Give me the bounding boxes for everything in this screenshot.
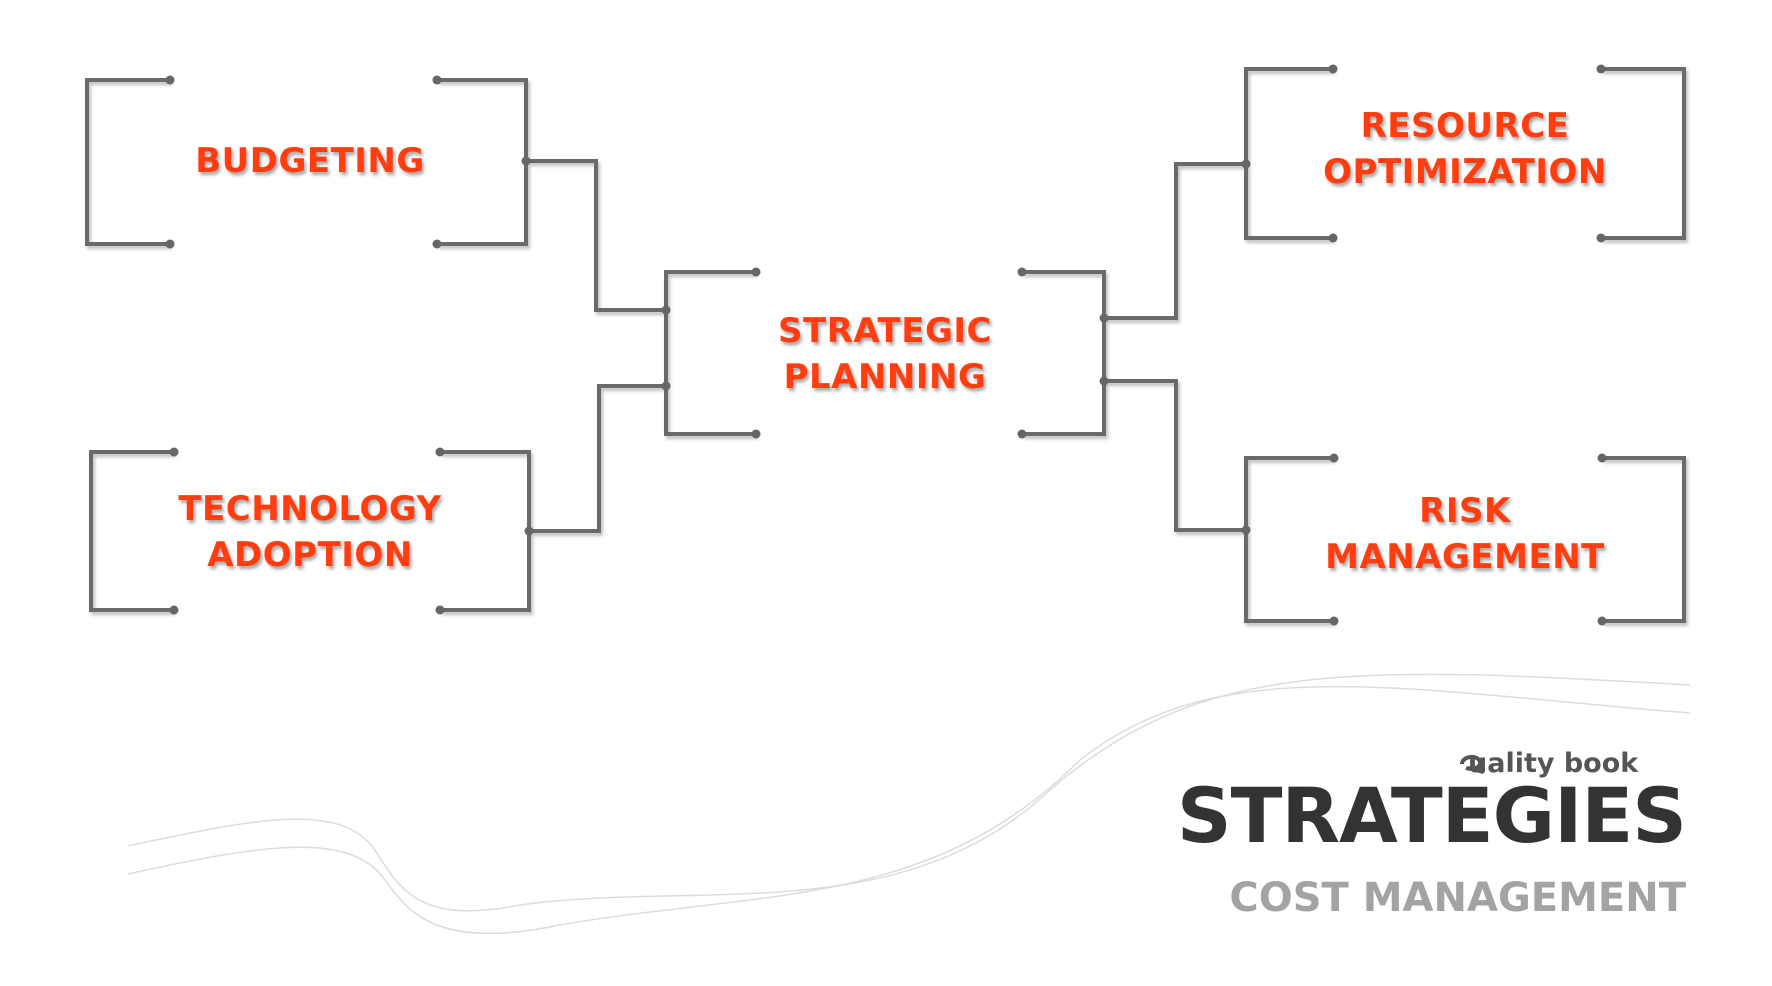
node-strategic-planning: STRATEGIC PLANNING [720,308,1050,400]
brand-name: uality book [1468,748,1639,779]
resource-bracket-left [1244,67,1333,240]
decorative-wave [127,673,1691,935]
node-technology-adoption: TECHNOLOGY ADOPTION [150,486,470,578]
node-budgeting-text: BUDGETING [195,141,425,181]
connector-resource [1104,162,1246,320]
node-risk-line2: MANAGEMENT [1325,537,1605,577]
connector-technology [529,384,666,533]
connector-risk [1104,379,1246,532]
node-resource-optimization: RESOURCE OPTIMIZATION [1290,103,1640,195]
resource-bracket-right [1601,67,1686,240]
node-center-line1: STRATEGIC [778,311,992,351]
node-resource-line2: OPTIMIZATION [1323,152,1607,192]
node-resource-line1: RESOURCE [1360,106,1570,146]
page-title: STRATEGIES [1176,771,1687,860]
page-subtitle: COST MANAGEMENT [1229,875,1686,921]
risk-bracket-left [1244,456,1334,623]
center-bracket-left [664,270,756,436]
technology-bracket-left [89,450,174,612]
center-bracket-right [1022,270,1106,436]
risk-bracket-right [1602,456,1686,623]
brand-logo-icon [1460,755,1485,774]
node-technology-line1: TECHNOLOGY [178,489,442,529]
node-budgeting: BUDGETING [150,138,470,184]
node-risk-management: RISK MANAGEMENT [1290,488,1640,580]
node-technology-line2: ADOPTION [207,535,413,575]
budgeting-bracket-left [85,78,170,246]
node-risk-line1: RISK [1419,491,1511,531]
connector-budgeting [526,159,666,312]
connector-dots [165,64,1607,626]
node-center-line2: PLANNING [783,357,987,397]
